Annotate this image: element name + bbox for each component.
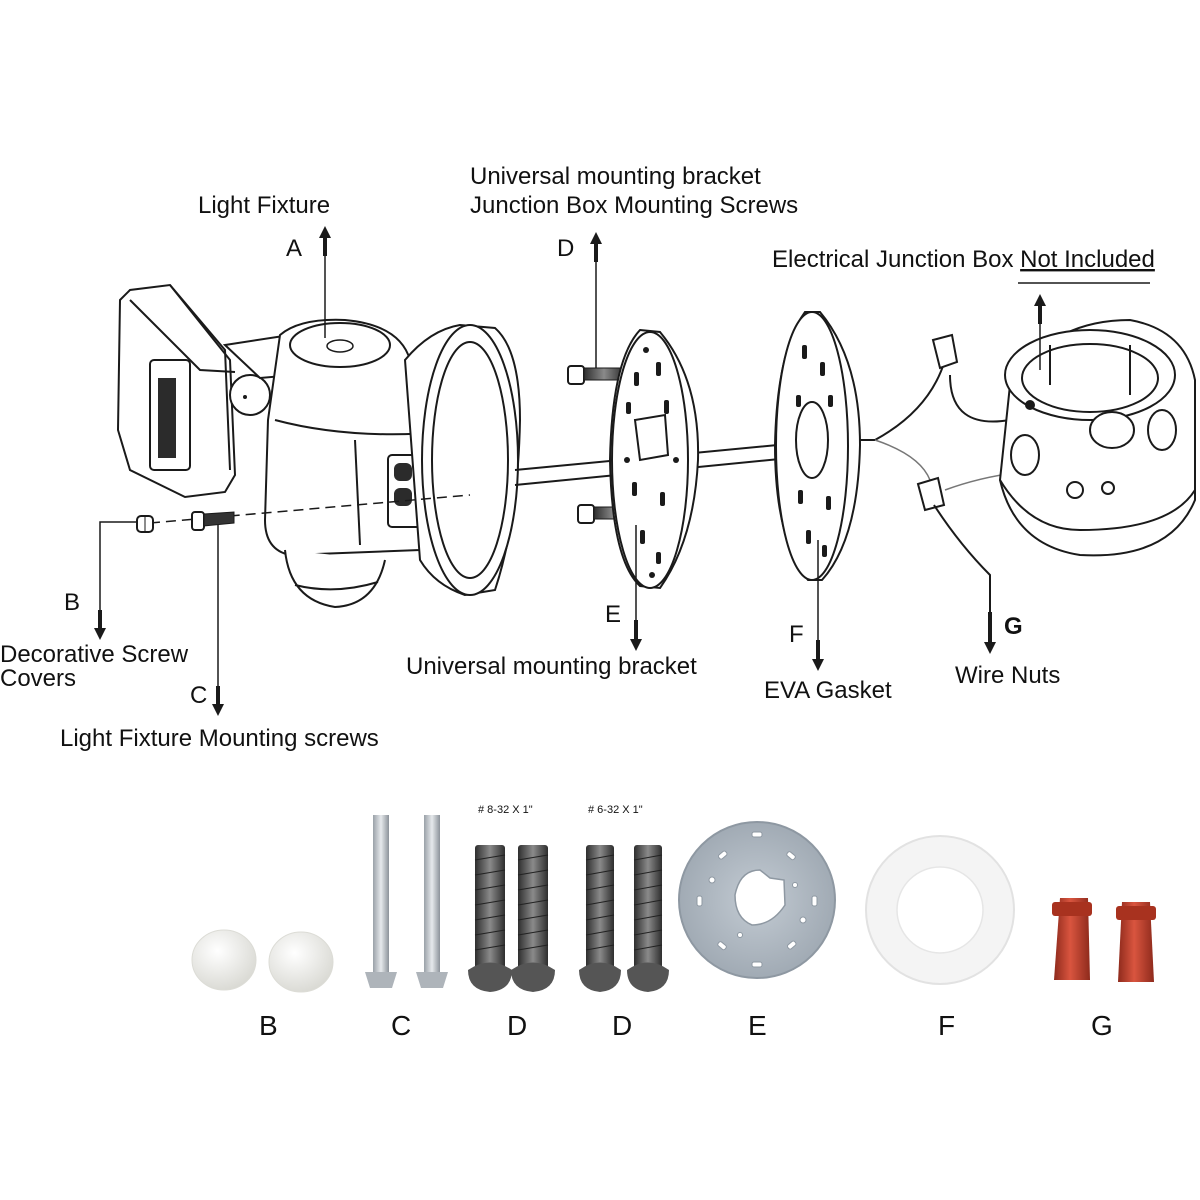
label-light-fixture: Light Fixture — [198, 192, 330, 219]
label-junction-box: Electrical Junction Box Not Included — [772, 246, 1155, 273]
label-fixture-screws: Light Fixture Mounting screws — [60, 725, 379, 752]
label-bracket: Universal mounting bracket — [406, 653, 697, 680]
label-junction-box-prefix: Electrical Junction Box — [772, 246, 1020, 273]
part-d1-spec: # 8-32 X 1" — [478, 804, 533, 816]
callout-g: G — [1004, 613, 1023, 640]
callout-a: A — [286, 235, 302, 262]
label-bracket-screws-line1: Universal mounting bracket — [470, 163, 761, 190]
callout-arrows — [94, 226, 1046, 716]
part-f-gasket — [865, 835, 1015, 985]
part-label-e: E — [748, 1010, 767, 1041]
part-label-f: F — [938, 1010, 955, 1041]
screw-cover-illustration — [136, 515, 154, 533]
mounting-bracket-illustration — [608, 328, 700, 590]
part-c-fixture-screws — [365, 815, 448, 988]
light-fixture-illustration — [116, 283, 522, 609]
callout-c: C — [190, 682, 207, 709]
bracket-screw-top-illustration — [567, 365, 625, 385]
label-decorative-line2: Covers — [0, 665, 76, 692]
part-d1-screws — [468, 845, 555, 992]
gasket-illustration — [773, 311, 862, 581]
callout-f: F — [789, 621, 804, 648]
fixture-screw-illustration — [191, 511, 235, 531]
part-d2-spec: # 6-32 X 1" — [588, 804, 643, 816]
callout-b: B — [64, 589, 80, 616]
label-wire-nuts: Wire Nuts — [955, 662, 1060, 689]
part-label-c: C — [391, 1010, 411, 1041]
part-label-b: B — [259, 1010, 278, 1041]
callout-d: D — [557, 235, 574, 262]
callout-e: E — [605, 601, 621, 628]
label-decorative-line1: Decorative Screw — [0, 641, 189, 668]
part-d2-screws — [579, 845, 669, 992]
label-bracket-screws-line2: Junction Box Mounting Screws — [470, 192, 798, 219]
part-e-bracket — [678, 821, 836, 979]
junction-box-illustration — [998, 318, 1196, 557]
label-junction-box-not-included: Not Included — [1020, 246, 1155, 273]
part-b-screw-covers — [191, 929, 334, 993]
part-label-d2: D — [612, 1010, 632, 1041]
part-label-d1: D — [507, 1010, 527, 1041]
part-label-g: G — [1091, 1010, 1113, 1041]
part-g-wire-nuts — [1052, 898, 1156, 982]
label-gasket: EVA Gasket — [764, 677, 892, 704]
